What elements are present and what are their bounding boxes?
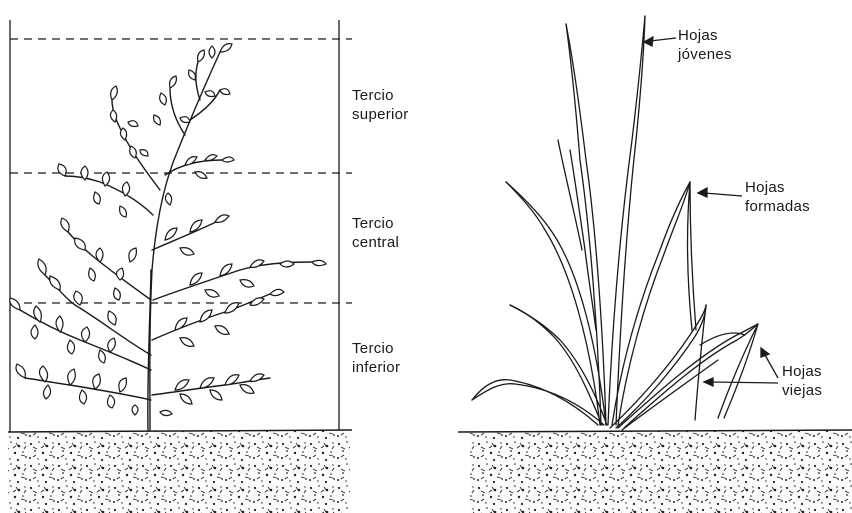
- label-hojas-jovenes: Hojas jóvenes: [678, 26, 732, 64]
- right-soil: [470, 430, 852, 513]
- plant-leaves: [10, 44, 326, 416]
- label-line: jóvenes: [678, 45, 732, 64]
- label-tercio-superior: Tercio superior: [352, 86, 409, 124]
- label-tercio-central: Tercio central: [352, 214, 399, 252]
- label-line: Hojas: [745, 178, 810, 197]
- label-line: Tercio: [352, 214, 399, 233]
- label-line: formadas: [745, 197, 810, 216]
- label-hojas-viejas: Hojas viejas: [782, 362, 822, 400]
- label-line: Hojas: [678, 26, 732, 45]
- label-line: Hojas: [782, 362, 822, 381]
- left-soil: [8, 430, 350, 513]
- label-line: Tercio: [352, 86, 409, 105]
- label-line: Tercio: [352, 339, 400, 358]
- label-hojas-formadas: Hojas formadas: [745, 178, 810, 216]
- label-tercio-inferior: Tercio inferior: [352, 339, 400, 377]
- label-line: inferior: [352, 358, 400, 377]
- branching-plant: [20, 52, 312, 430]
- label-line: viejas: [782, 381, 822, 400]
- label-line: superior: [352, 105, 409, 124]
- label-line: central: [352, 233, 399, 252]
- grass-plant: [472, 16, 758, 430]
